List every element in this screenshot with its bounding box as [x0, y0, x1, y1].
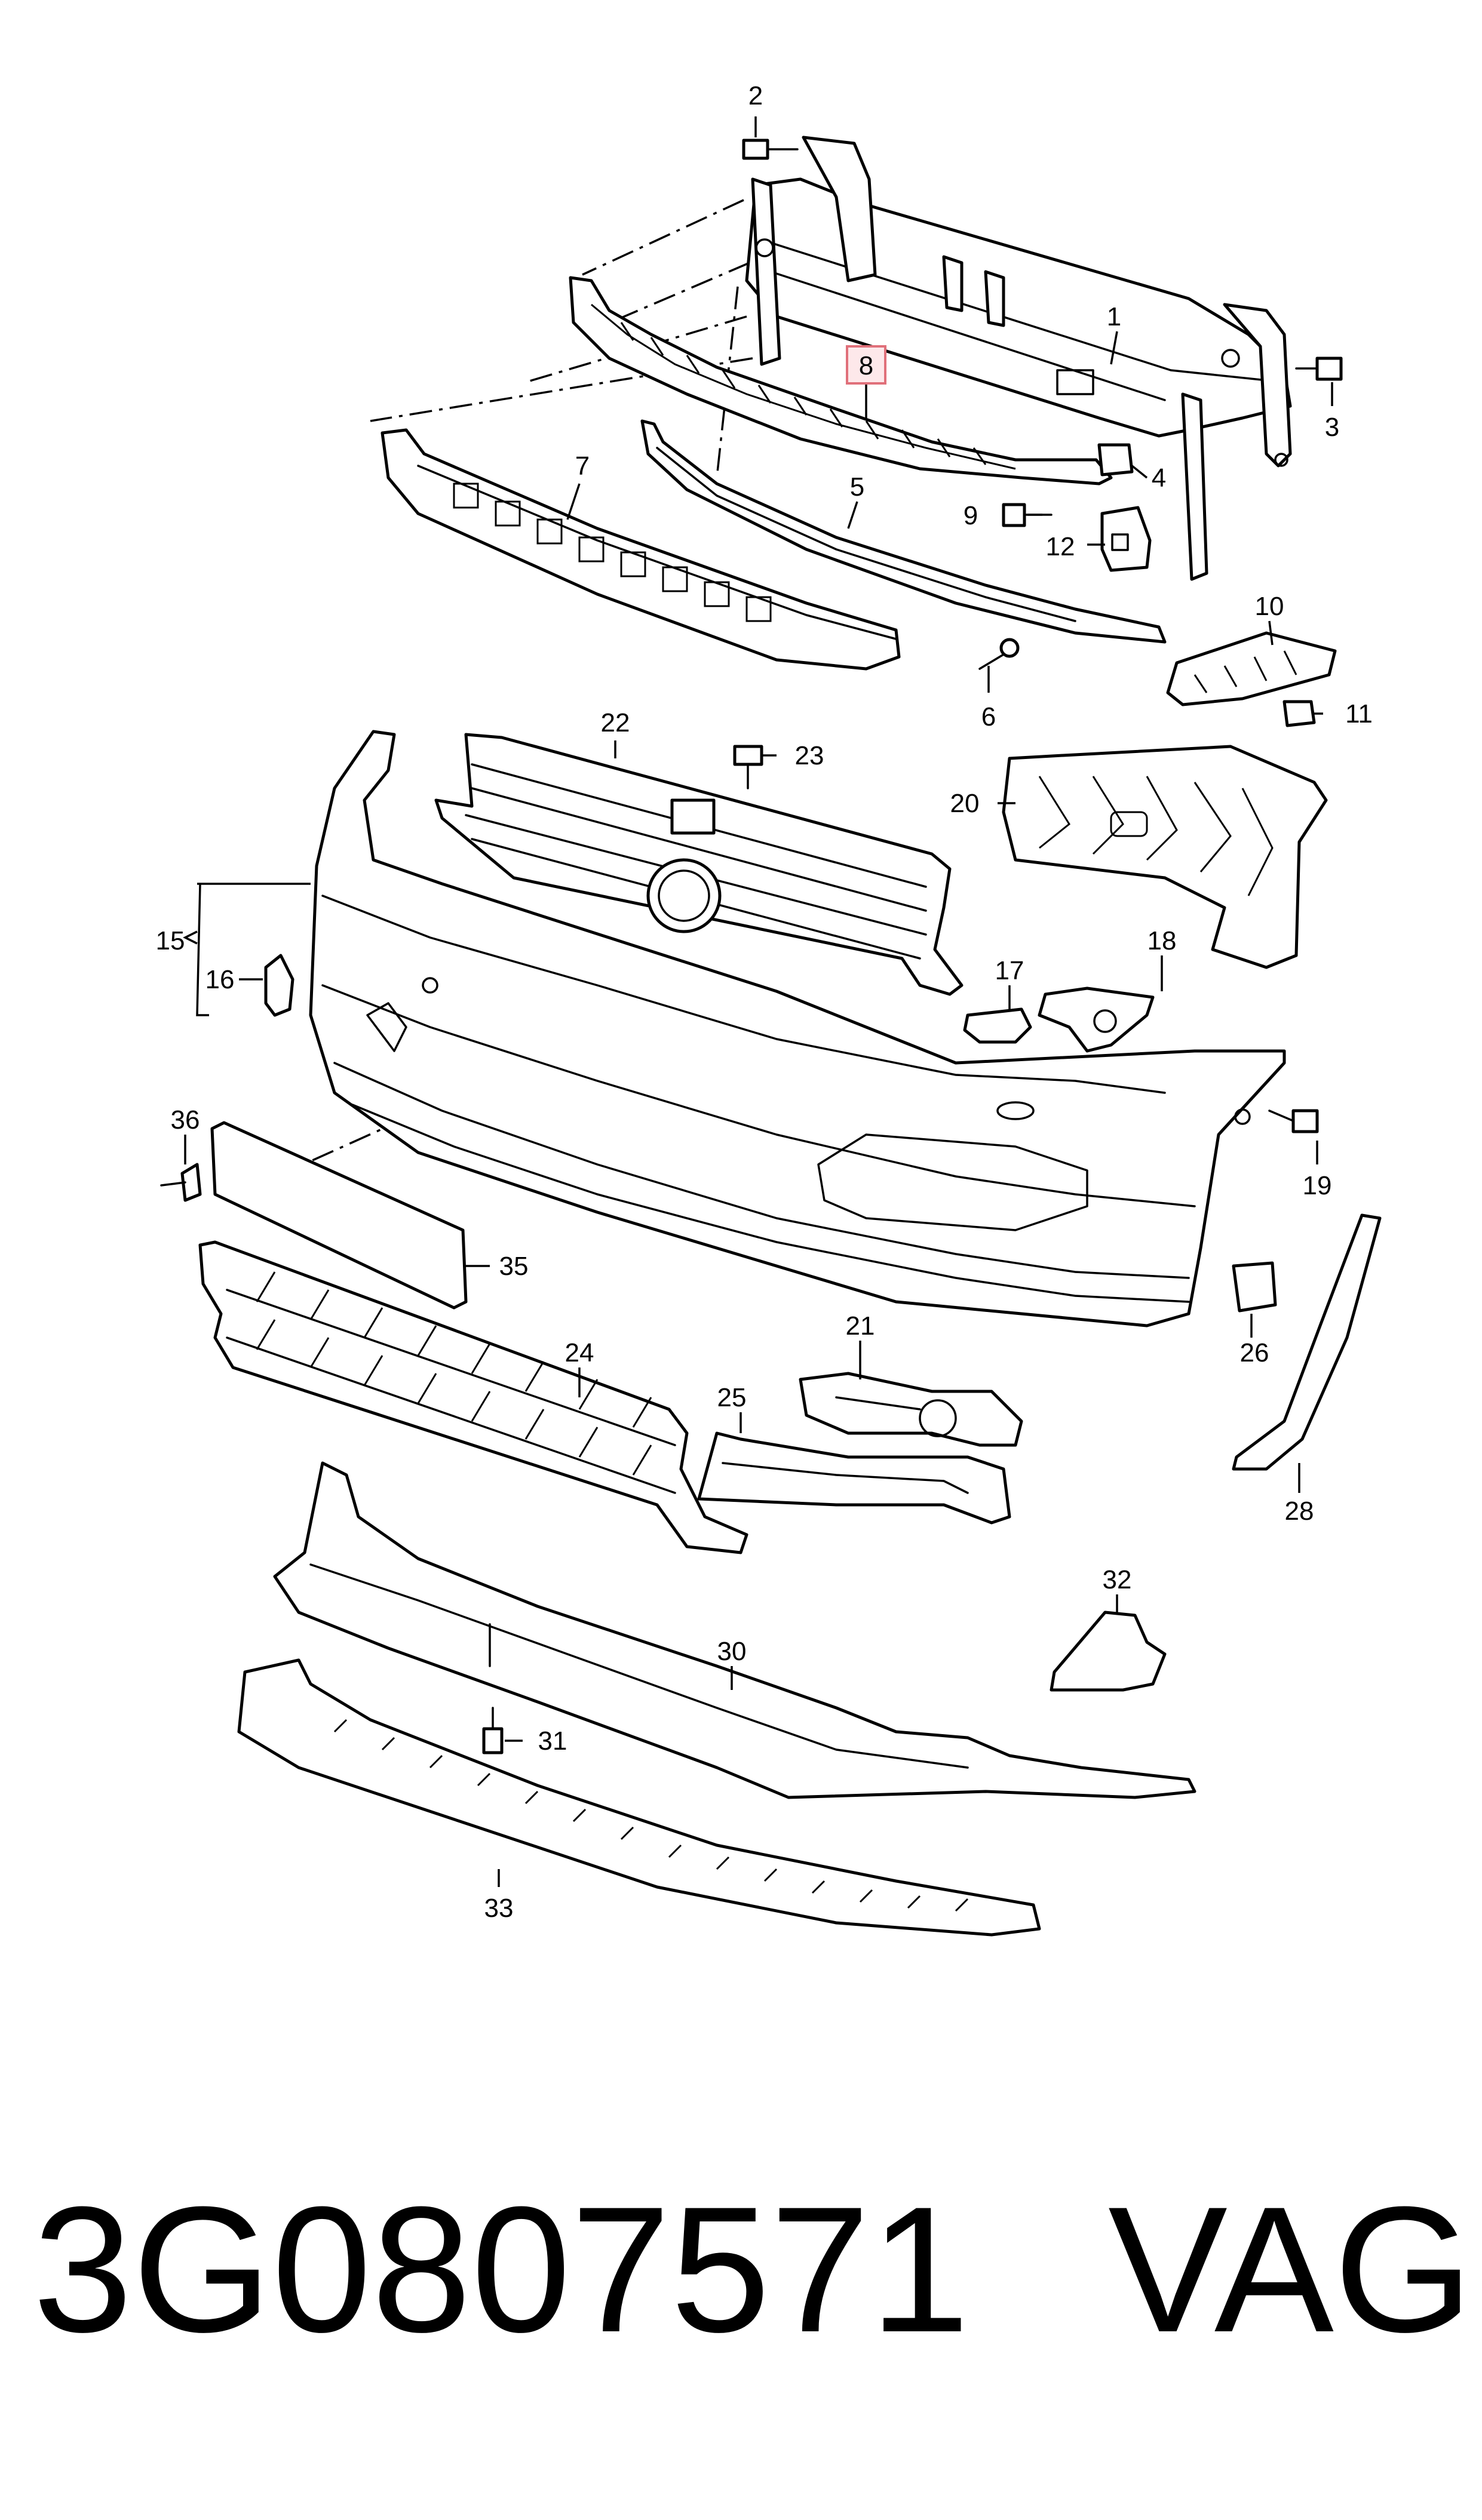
part-15-bumper-cover [309, 730, 1286, 1327]
part-5-trim-strip [640, 419, 1167, 644]
part-25-fog-light-trim [697, 1431, 1011, 1525]
callout-18: 18 [1147, 926, 1177, 955]
part-26-bracket [1232, 1261, 1277, 1313]
callout-21: 21 [846, 1311, 875, 1341]
part-28-side-trim [1232, 1213, 1382, 1471]
callout-20: 20 [950, 789, 980, 818]
callout-16: 16 [205, 965, 235, 994]
part-7-impact-absorber [381, 428, 901, 671]
part-35-plate-holder [210, 1121, 468, 1310]
part-32-bracket [1050, 1611, 1167, 1692]
callout-33: 33 [484, 1894, 514, 1923]
parts-17-18-sensor-holders [963, 987, 1155, 1053]
callout-1: 1 [1107, 302, 1121, 331]
callout-10: 10 [1255, 592, 1284, 621]
callout-26: 26 [1240, 1338, 1269, 1367]
part-31-screw [482, 1707, 504, 1754]
callout-2: 2 [748, 81, 763, 110]
callout-30: 30 [717, 1637, 747, 1666]
callout-23: 23 [795, 741, 824, 770]
part-1-bumper-reinforcement [745, 136, 1292, 581]
callout-5: 5 [850, 472, 864, 502]
callout-25: 25 [717, 1383, 747, 1412]
callout-17: 17 [995, 956, 1024, 985]
callout-36: 36 [171, 1105, 200, 1135]
callout-15: 15 [156, 926, 185, 955]
part-16-tow-hook-cap [264, 954, 294, 1017]
callout-24: 24 [565, 1338, 594, 1367]
part-21-fog-light [799, 1372, 1023, 1447]
callout-12: 12 [1046, 532, 1075, 561]
callout-4: 4 [1152, 463, 1166, 493]
part-22-upper-grille [434, 733, 964, 996]
exploded-parts-diagram: 2 1 3 8 4 7 5 9 12 10 6 11 22 23 20 15 1… [156, 81, 1382, 1937]
leader-lines [183, 116, 1333, 1887]
part-number: 3G0807571 [33, 2169, 970, 2370]
callout-labels: 2 1 3 8 4 7 5 9 12 10 6 11 22 23 20 15 1… [156, 81, 1373, 1923]
callout-8: 8 [859, 351, 873, 380]
callout-7: 7 [575, 451, 590, 481]
callout-6: 6 [981, 702, 996, 732]
footer-caption: 3G0807571 VAG [33, 2169, 1473, 2430]
callout-3: 3 [1325, 413, 1339, 442]
part-24-lower-grille [198, 1240, 748, 1554]
callout-11: 11 [1345, 699, 1373, 729]
callout-28: 28 [1285, 1496, 1314, 1526]
callout-22: 22 [601, 708, 630, 737]
callout-19: 19 [1303, 1171, 1332, 1200]
part-30-spoiler [273, 1461, 1196, 1799]
callout-31: 31 [538, 1726, 567, 1756]
part-33-lower-lip [237, 1658, 1041, 1937]
callout-35: 35 [499, 1252, 529, 1281]
part-20-side-bracket [1002, 745, 1328, 969]
brand-label: VAG [1108, 2169, 1474, 2370]
callout-9: 9 [964, 501, 978, 530]
callout-32: 32 [1103, 1565, 1132, 1594]
callout-8-highlight [846, 345, 886, 385]
